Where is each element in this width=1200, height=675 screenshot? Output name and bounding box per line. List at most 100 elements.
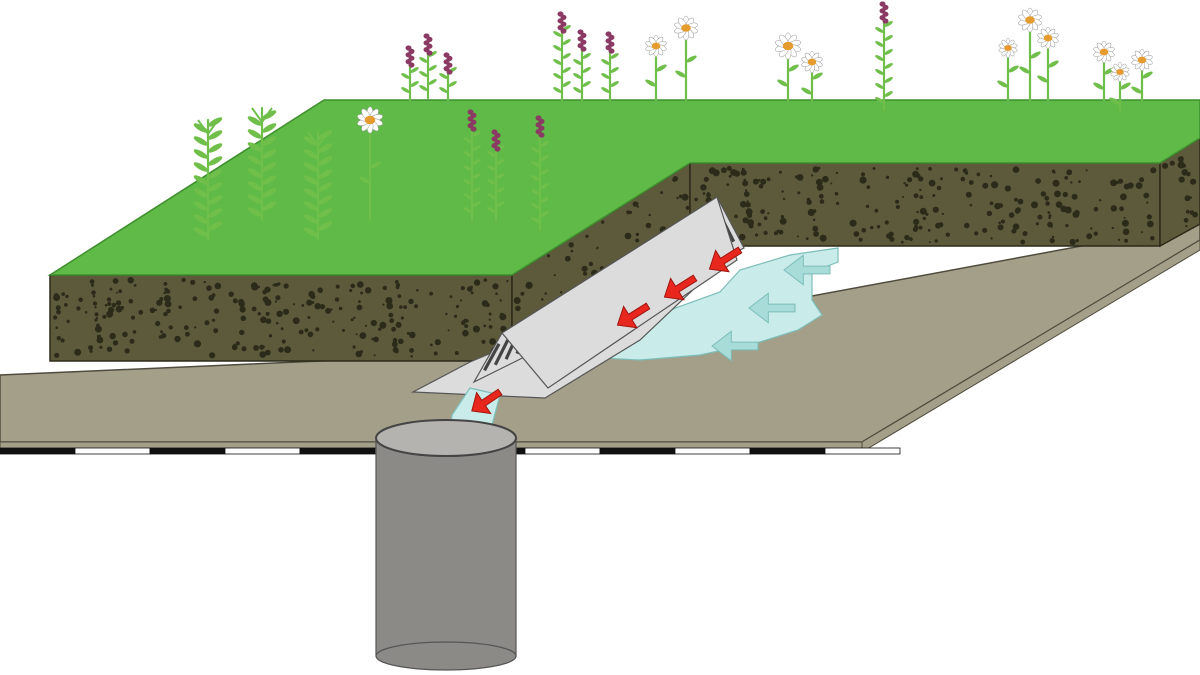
soil-grain: [386, 302, 394, 310]
daisy-flower-icon: [645, 34, 667, 102]
soil-grain: [464, 324, 469, 329]
soil-grain: [601, 220, 605, 224]
soil-grain: [1140, 231, 1143, 234]
soil-grain: [812, 209, 817, 213]
soil-grain: [865, 204, 870, 208]
soil-grain: [360, 350, 364, 354]
soil-grain: [130, 315, 136, 320]
soil-grain: [78, 297, 83, 303]
soil-grain: [1050, 224, 1053, 228]
flow-arrow-icon: [663, 274, 698, 301]
soil-grain: [1150, 235, 1155, 241]
soil-grain: [884, 220, 889, 225]
soil-grain: [499, 313, 507, 321]
soil-grain: [1014, 197, 1018, 202]
soil-grain: [918, 225, 923, 230]
soil-grain: [106, 297, 112, 302]
soil-grain: [706, 192, 711, 198]
soil-grain: [122, 331, 128, 338]
soil-grain: [812, 218, 816, 222]
membrane-segment: [0, 447, 76, 455]
soil-grain: [314, 303, 321, 310]
soil-grain: [334, 297, 340, 302]
soil-grain: [280, 327, 284, 331]
soil-grain: [1072, 211, 1080, 218]
soil-grain: [916, 210, 919, 214]
soil-grain: [461, 320, 466, 326]
daisy-flower-icon: [1093, 40, 1115, 102]
soil-grain: [989, 174, 993, 178]
soil-grain: [109, 332, 116, 340]
soil-grain: [568, 242, 574, 248]
flow-arrow-icon: [748, 292, 796, 324]
soil-grain: [462, 329, 469, 337]
soil-grain: [392, 346, 399, 353]
soil-grain: [112, 340, 119, 346]
soil-grain: [870, 225, 874, 230]
soil-grain: [918, 176, 924, 182]
soil-grain: [163, 291, 167, 295]
soil-grain: [560, 291, 563, 294]
soil-grain: [1031, 201, 1038, 209]
soil-grain: [903, 182, 906, 185]
soil-grain: [473, 279, 481, 286]
soil-grain: [934, 210, 938, 213]
soil-grain: [974, 231, 979, 236]
soil-grain: [253, 345, 259, 351]
soil-grain: [94, 306, 97, 309]
soil-grain: [272, 283, 276, 287]
soil-grain: [990, 237, 993, 240]
soil-grain: [860, 172, 866, 177]
soil-grain: [190, 279, 196, 285]
soil-grain: [292, 317, 300, 325]
soil-grain: [1135, 182, 1143, 190]
soil-grain: [307, 316, 311, 319]
soil-grain: [1090, 227, 1093, 230]
soil-grain: [515, 305, 521, 312]
soil-grain: [936, 185, 942, 191]
soil-grain: [265, 311, 270, 316]
soil-grain: [106, 346, 113, 352]
soil-grain: [403, 305, 407, 309]
soil-grain: [65, 294, 69, 299]
downpipe-opening: [375, 419, 517, 457]
soil-grain: [913, 218, 920, 225]
soil-grain: [389, 318, 395, 323]
soil-grain: [1078, 180, 1081, 184]
soil-grain: [481, 339, 486, 344]
soil-grain: [1177, 161, 1185, 169]
soil-grain: [928, 167, 932, 171]
soil-grain: [391, 326, 396, 332]
soil-grain: [816, 184, 824, 191]
soil-grain: [88, 345, 94, 351]
soil-grain: [740, 201, 747, 208]
soil-grain: [1008, 212, 1015, 218]
soil-grain: [928, 179, 936, 187]
soil-grain: [626, 210, 631, 215]
soil-grain: [371, 337, 374, 341]
daisy-flower-icon: [674, 15, 698, 102]
soil-grain: [358, 300, 361, 303]
soil-grain: [228, 291, 234, 297]
soil-grain: [317, 287, 324, 294]
soil-grain: [241, 346, 247, 352]
soil-grain: [353, 316, 356, 319]
soil-grain: [998, 221, 1001, 225]
soil-grain: [264, 299, 272, 306]
soil-grain: [262, 345, 265, 349]
channel-slot: [483, 343, 501, 372]
soil-grain: [1014, 208, 1020, 214]
soil-grain: [257, 285, 261, 288]
soil-grain: [397, 294, 402, 298]
soil-grain: [275, 295, 281, 301]
soil-grain: [806, 197, 811, 202]
soil-grain: [781, 190, 784, 193]
soil-grain: [481, 300, 489, 307]
soil-grain: [745, 202, 751, 208]
soil-grain: [834, 192, 839, 196]
soil-grain: [433, 351, 438, 356]
soil-grain: [132, 330, 137, 334]
soil-grain: [165, 289, 171, 294]
soil-grain: [1093, 231, 1098, 236]
soil-grain: [1127, 182, 1134, 189]
